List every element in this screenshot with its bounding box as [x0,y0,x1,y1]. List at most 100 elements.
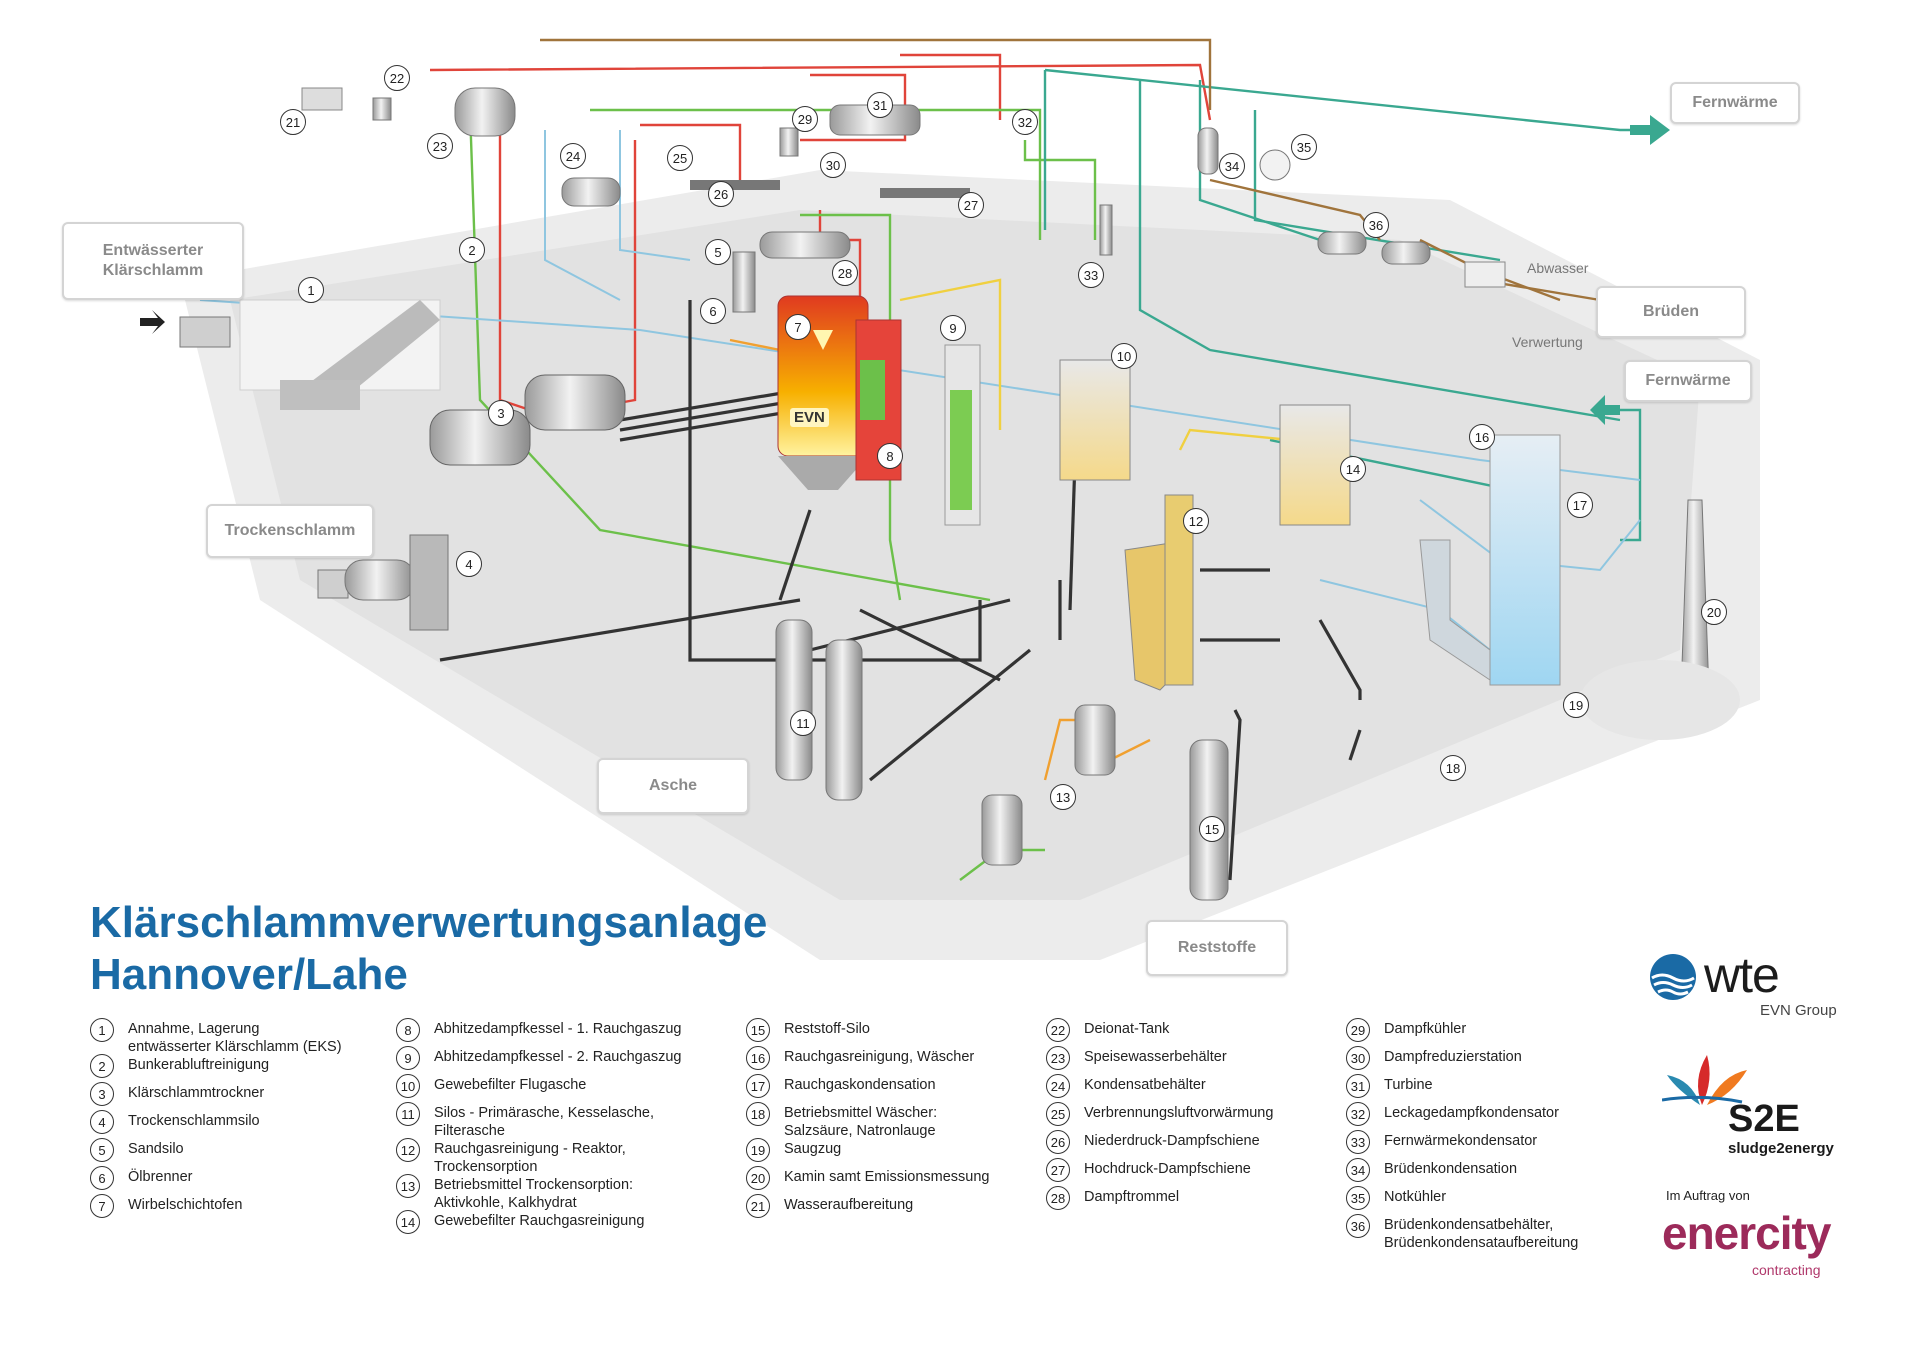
legend-text: Niederdruck-Dampfschiene [1084,1133,1260,1149]
dry-silo [409,534,449,631]
steam-drum [759,231,851,259]
legend-number: 22 [1046,1018,1070,1042]
legend-number: 10 [396,1074,420,1098]
legend-number: 9 [396,1046,420,1070]
legend-text: Rauchgaskondensation [784,1077,936,1093]
legend-number: 28 [1046,1186,1070,1210]
legend-number: 29 [1346,1018,1370,1042]
scrubber-duct [1419,539,1491,681]
boiler-pass-2-grid [950,390,972,510]
diagram-marker: 5 [705,239,731,265]
diagram-marker: 30 [820,152,846,178]
legend-number: 5 [90,1138,114,1162]
diagram-marker: 8 [877,443,903,469]
legend-number: 13 [396,1174,420,1198]
diagram-marker: 13 [1050,784,1076,810]
treatment-building [1464,261,1506,288]
brueden-tank-1 [1317,231,1367,255]
legend-item: 31 Turbine [1346,1074,1646,1098]
deionat-tank [372,97,392,121]
legend-number: 16 [746,1046,770,1070]
legend-item: 23 Speisewasserbehälter [1046,1046,1346,1070]
legend-text: Ölbrenner [128,1169,193,1185]
pipes-yellow [899,278,1291,451]
diagram-marker: 12 [1183,508,1209,534]
legend-text: Speisewasserbehälter [1084,1049,1227,1065]
diagram-marker: 29 [792,106,818,132]
label-abwasser: Abwasser [1527,260,1589,276]
legend-number: 11 [396,1102,420,1126]
diagram-marker: 34 [1219,153,1245,179]
chimney-base [1580,660,1740,740]
diagram-marker: 11 [790,710,816,736]
legend-number: 15 [746,1018,770,1042]
legend-text: Dampftrommel [1084,1189,1180,1205]
legend-number: 24 [1046,1074,1070,1098]
arrow-sludge-in [140,310,165,334]
legend-text: Betriebsmittel Trockensorption: Aktivkoh… [434,1177,634,1211]
diagram-marker: 25 [667,145,693,171]
legend-number: 30 [1346,1046,1370,1070]
lp-steam-header [690,180,780,190]
label-reststoffe: Reststoffe [1146,920,1288,976]
brueden-tank-2 [1381,241,1431,265]
sorbent-silo-1 [981,794,1023,866]
diagram-marker: 1 [298,277,324,303]
legend-number: 4 [90,1110,114,1134]
ash-silo-1 [775,619,813,781]
tanker-truck [317,559,416,601]
diagram-marker: 28 [832,260,858,286]
legend-number: 36 [1346,1214,1370,1238]
diagram-marker: 26 [708,181,734,207]
diagram-marker: 23 [427,133,453,159]
legend-number: 34 [1346,1158,1370,1182]
label-asche: Asche [597,758,749,814]
legend-text: Notkühler [1384,1189,1447,1205]
legend-number: 23 [1046,1046,1070,1070]
diagram-marker: 2 [459,237,485,263]
diagram-marker: 18 [1440,755,1466,781]
diagram-marker: 17 [1567,492,1593,518]
reception-bunker [179,299,441,410]
legend-text: Turbine [1384,1077,1433,1093]
legend-text: Betriebsmittel Wäscher: Salzsäure, Natro… [784,1105,938,1139]
diagram-marker: 3 [488,400,514,426]
diagram-marker: 22 [384,65,410,91]
diagram-marker: 20 [1701,599,1727,625]
legend-number: 31 [1346,1074,1370,1098]
arrow-fernwaerme-out [1630,115,1670,145]
legend-text: Dampfreduzierstation [1384,1049,1522,1065]
legend-text: Wasseraufbereitung [784,1197,914,1213]
diagram-marker: 6 [700,298,726,324]
legend-number: 26 [1046,1130,1070,1154]
legend-text: Silos - Primärasche, Kesselasche, Filter… [434,1105,654,1139]
enercity-contracting: contracting [1752,1262,1821,1278]
legend-text: Dampfkühler [1384,1021,1467,1037]
legend-number: 3 [90,1082,114,1106]
diagram-marker: 24 [560,143,586,169]
s2e-wordmark: S2E [1728,1098,1800,1140]
legend-number: 7 [90,1194,114,1218]
legend-number: 18 [746,1102,770,1126]
arrow-fernwaerme-in [1590,395,1620,425]
fly-ash-filter [1059,359,1131,481]
s2e-leaf-icon [1662,1055,1747,1105]
diagram-marker: 36 [1363,212,1389,238]
steam-cooler [779,127,799,157]
district-heat-condenser [1099,204,1113,256]
